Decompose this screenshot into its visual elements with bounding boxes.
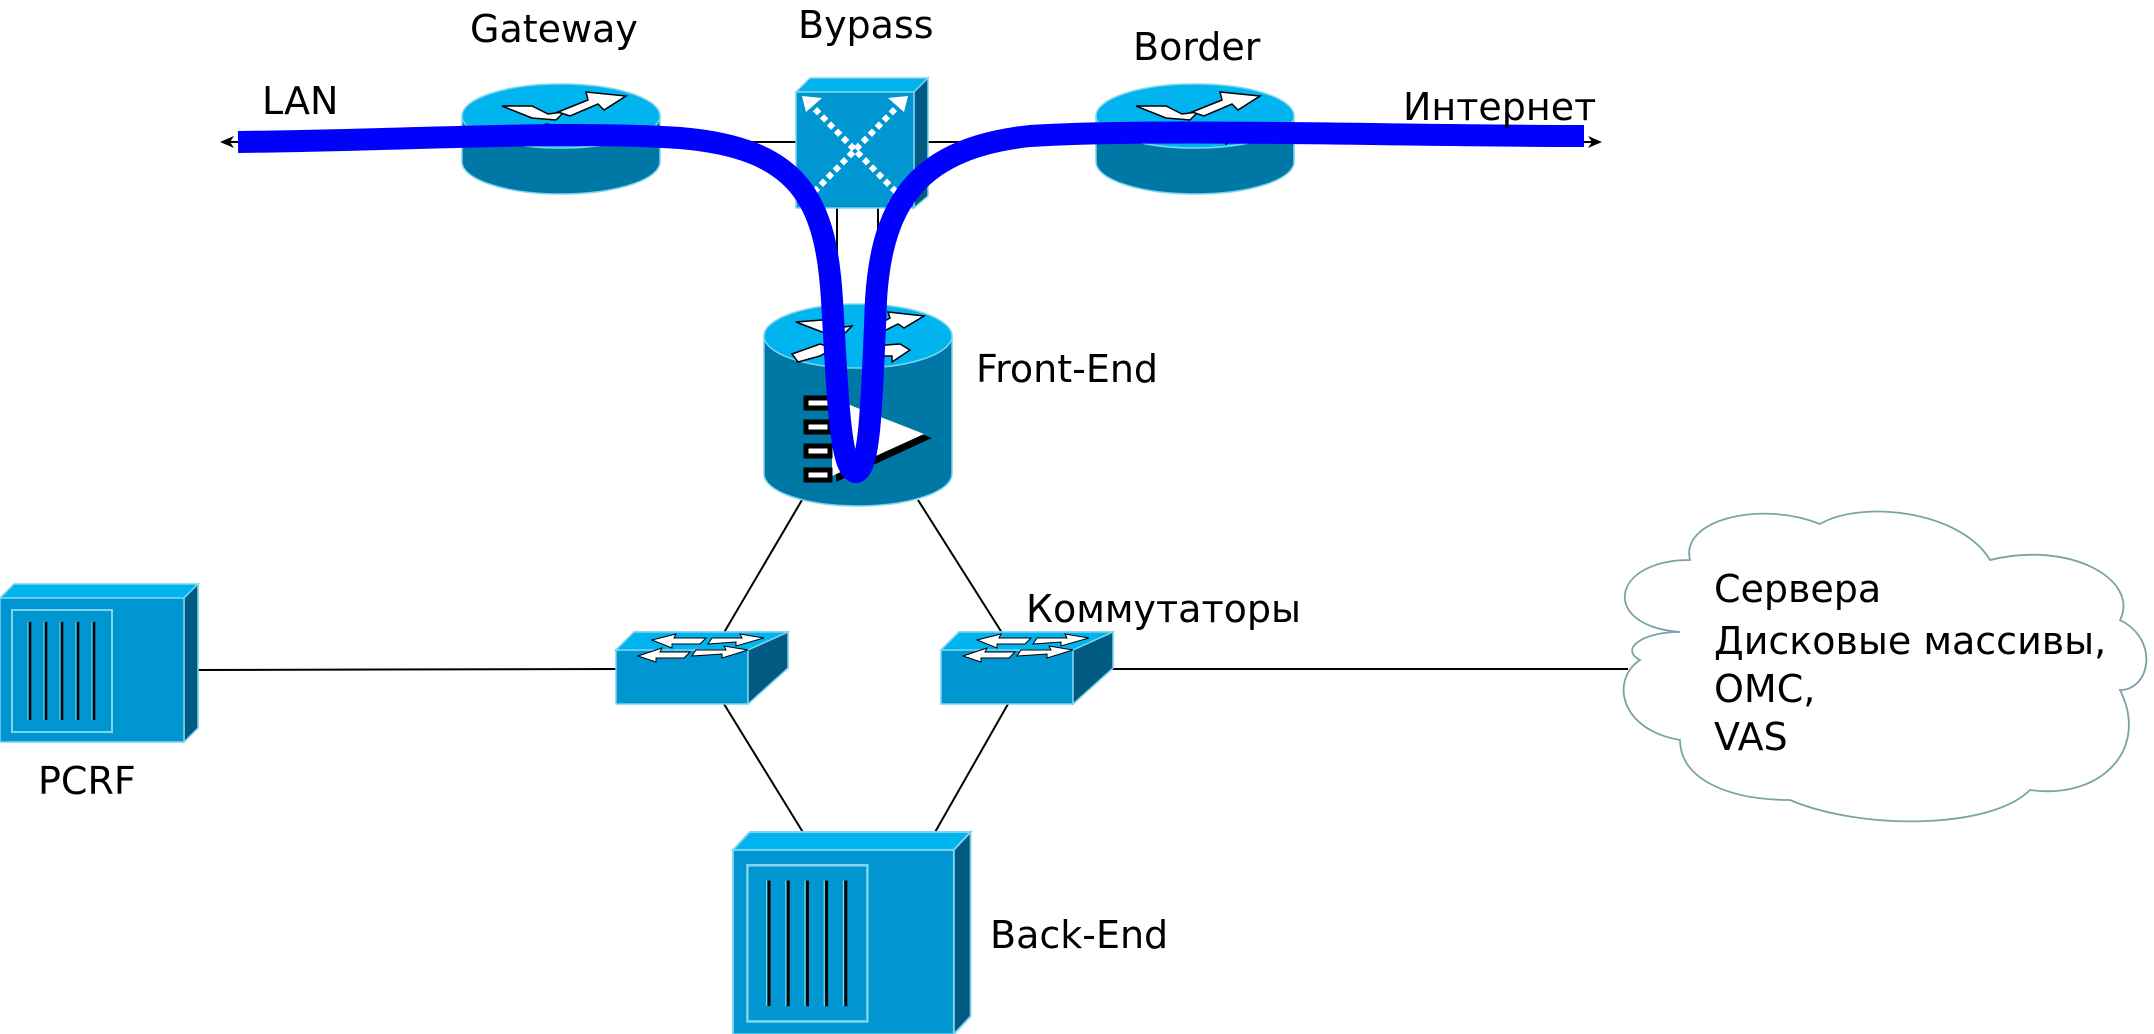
internet-label: Интернет xyxy=(1403,85,1596,129)
server-icon xyxy=(0,582,200,744)
bypass-label: Bypass xyxy=(798,3,934,47)
traffic-flow-path xyxy=(237,121,1585,484)
pcrf-label: PCRF xyxy=(38,759,136,803)
frontend-label: Front-End xyxy=(976,347,1158,391)
cloud-line-3: OMC, xyxy=(1714,667,1815,711)
switch-icon xyxy=(940,631,1114,705)
lan-label: LAN xyxy=(262,79,338,123)
cloud-line-1: Сервера xyxy=(1714,567,1881,611)
cross-arrows-icon xyxy=(805,99,905,201)
internet-arrow-icon xyxy=(1588,136,1602,148)
pcrf-server[interactable] xyxy=(0,582,200,744)
cloud-line-4: VAS xyxy=(1714,715,1788,759)
frontend-content-router[interactable] xyxy=(763,303,953,507)
services-cloud[interactable] xyxy=(1622,510,2148,823)
gateway-label: Gateway xyxy=(470,7,638,51)
border-label: Border xyxy=(1133,25,1261,69)
server-icon xyxy=(731,830,973,1034)
link-switch-left-backend xyxy=(723,703,805,835)
switches-label: Коммутаторы xyxy=(1026,587,1301,631)
lan-arrow-icon xyxy=(220,136,234,148)
link-switch-right-backend xyxy=(933,703,1009,835)
backend-label: Back-End xyxy=(990,913,1168,957)
link-frontend-switch-right xyxy=(917,499,1005,637)
switch-left[interactable] xyxy=(615,631,789,705)
bypass-switch[interactable] xyxy=(794,76,930,210)
backend-server[interactable] xyxy=(731,830,973,1034)
switch-right[interactable] xyxy=(940,631,1114,705)
switch-icon xyxy=(615,631,789,705)
link-frontend-switch-left xyxy=(721,499,803,637)
link-switch-left-pcrf xyxy=(195,668,619,671)
cloud-line-2: Дисковые массивы, xyxy=(1714,619,2106,663)
